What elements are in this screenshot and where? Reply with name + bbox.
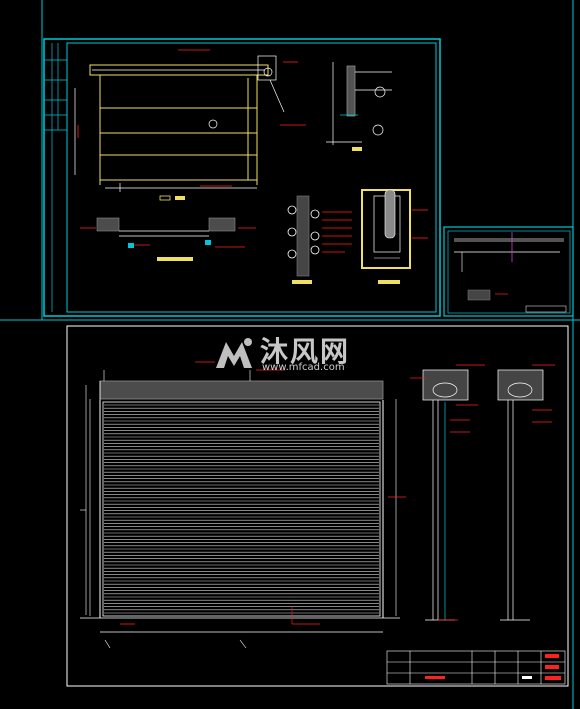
profile-detail [361, 189, 428, 284]
watermark-brand: 沐风网 [260, 335, 351, 368]
door-elevation [89, 64, 269, 185]
top-sheet [43, 38, 441, 317]
watermark: 沐风网 www.mfcad.com [212, 330, 382, 380]
roller-detail [326, 62, 392, 145]
bottom-sheet [66, 325, 569, 687]
side-sheet [443, 226, 574, 317]
shutter-slats [104, 404, 379, 614]
mfcad-logo-icon [216, 338, 252, 368]
shutter-curtain [102, 401, 381, 617]
section-a [422, 369, 469, 621]
section-b [497, 369, 544, 621]
title-block [386, 650, 566, 685]
roll-box [99, 380, 384, 400]
plan-view [80, 217, 256, 261]
section-detail [287, 195, 352, 284]
watermark-url: www.mfcad.com [262, 362, 345, 373]
